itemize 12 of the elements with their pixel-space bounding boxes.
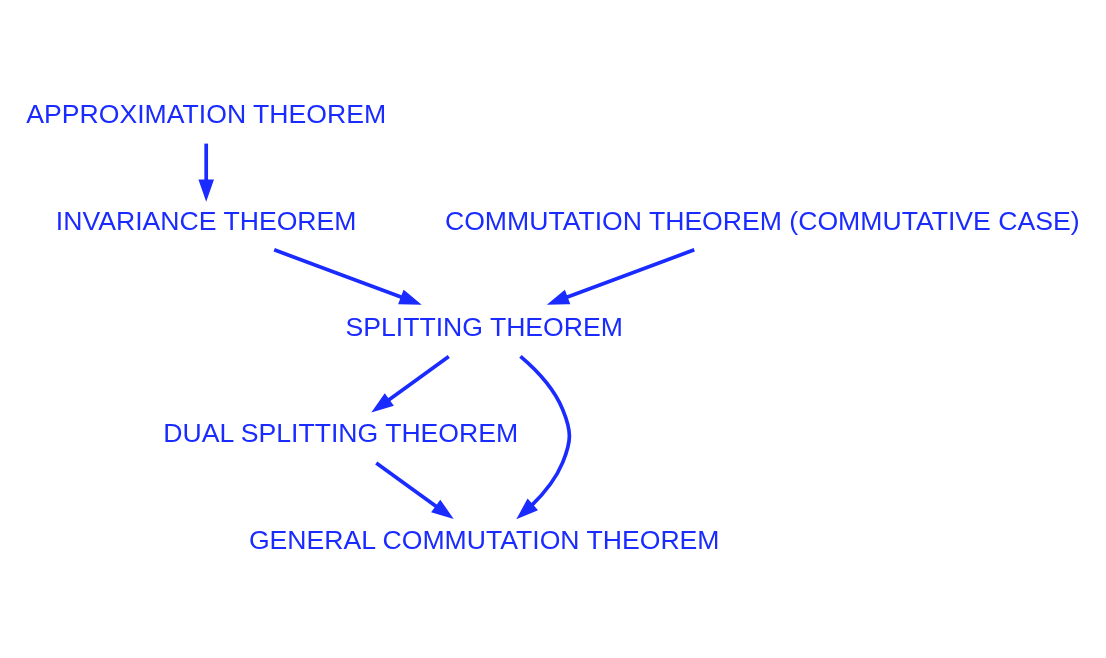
- node-text: APPROXIMATION THEOREM: [26, 98, 387, 129]
- node-text: GENERAL COMMUTATION THEOREM: [248, 524, 720, 555]
- node-text: INVARIANCE THEOREM: [55, 205, 357, 236]
- arrow: [516, 354, 572, 519]
- node-text: COMMUTATION THEOREM (COMMUTATIVE CASE): [444, 205, 1080, 236]
- arrow: [371, 354, 450, 412]
- arrow: [273, 247, 422, 305]
- node-text: SPLITTING THEOREM: [345, 311, 623, 342]
- arrow: [375, 461, 454, 519]
- arrow: [198, 143, 214, 202]
- node-text: DUAL SPLITTING THEOREM: [163, 417, 519, 448]
- arrow: [546, 247, 695, 305]
